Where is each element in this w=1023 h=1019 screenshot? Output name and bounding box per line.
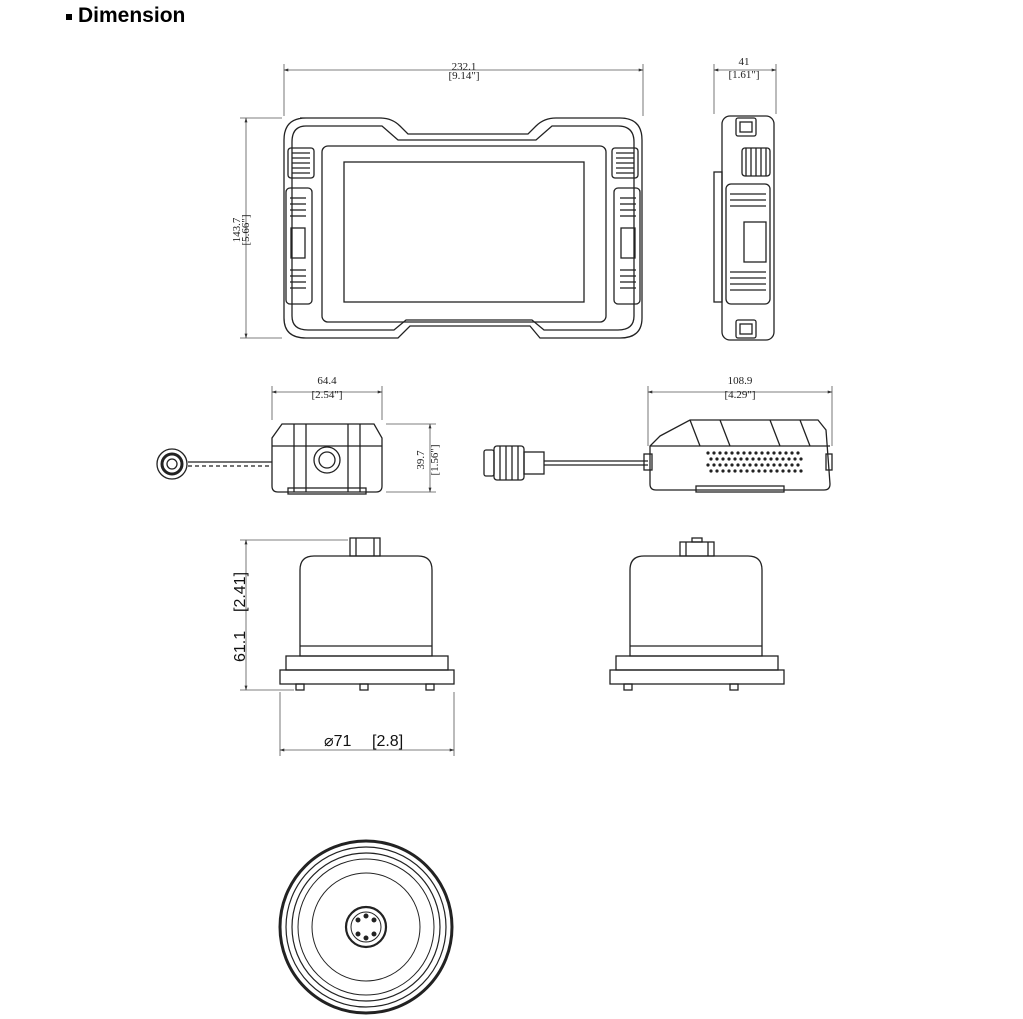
grille-dot bbox=[781, 457, 785, 461]
grille-dot bbox=[712, 463, 716, 467]
grille-dot bbox=[763, 457, 767, 461]
monitor-width-value: 232.1 bbox=[452, 61, 477, 73]
grille-dot bbox=[733, 457, 737, 461]
grille-dot bbox=[796, 451, 800, 455]
grille-dot bbox=[745, 457, 749, 461]
grille-dot bbox=[763, 469, 767, 473]
grille-dot bbox=[736, 451, 740, 455]
grille-dot bbox=[724, 463, 728, 467]
camera-side-view bbox=[483, 419, 833, 493]
speaker-grille bbox=[706, 451, 803, 473]
section-title: Dimension bbox=[78, 4, 186, 27]
grille-dot bbox=[787, 469, 791, 473]
camera-front-view bbox=[156, 423, 383, 495]
grille-dot bbox=[772, 451, 776, 455]
grille-dot bbox=[775, 469, 779, 473]
grille-dot bbox=[721, 457, 725, 461]
grille-dot bbox=[712, 451, 716, 455]
grille-dot bbox=[733, 469, 737, 473]
grille-dot bbox=[799, 457, 803, 461]
grille-dot bbox=[718, 463, 722, 467]
grille-dot bbox=[715, 457, 719, 461]
bullet-icon bbox=[66, 14, 72, 20]
grille-dot bbox=[760, 451, 764, 455]
section-heading: Dimension bbox=[66, 4, 185, 28]
grille-dot bbox=[778, 451, 782, 455]
grille-dot bbox=[751, 457, 755, 461]
grille-dot bbox=[754, 451, 758, 455]
camera-length-value: 108.9 bbox=[728, 375, 753, 387]
monitor-height-value: 143.7 bbox=[231, 217, 243, 242]
grille-dot bbox=[787, 457, 791, 461]
grille-dot bbox=[730, 463, 734, 467]
grille-dot bbox=[742, 451, 746, 455]
camera-width-inch: [2.54"] bbox=[311, 389, 342, 401]
grille-dot bbox=[727, 457, 731, 461]
grille-dot bbox=[790, 463, 794, 467]
grille-dot bbox=[799, 469, 803, 473]
grille-dot bbox=[724, 451, 728, 455]
grille-dot bbox=[754, 463, 758, 467]
base-height-value: 61.1 bbox=[232, 631, 249, 662]
grille-dot bbox=[793, 469, 797, 473]
grille-dot bbox=[790, 451, 794, 455]
base-bottom-view bbox=[278, 839, 454, 1015]
grille-dot bbox=[706, 463, 710, 467]
monitor-width-inch: [9.14"] bbox=[448, 70, 479, 82]
grille-dot bbox=[778, 463, 782, 467]
monitor-height-inch: [5.66"] bbox=[240, 214, 252, 245]
grille-dot bbox=[742, 463, 746, 467]
grille-dot bbox=[796, 463, 800, 467]
grille-dot bbox=[766, 451, 770, 455]
side-depth-value: 41 bbox=[739, 56, 750, 68]
grille-dot bbox=[730, 451, 734, 455]
grille-dot bbox=[769, 457, 773, 461]
grille-dot bbox=[775, 457, 779, 461]
base-side-view bbox=[279, 537, 455, 691]
grille-dot bbox=[757, 469, 761, 473]
grille-dot bbox=[739, 457, 743, 461]
camera-height-inch: [1.56"] bbox=[429, 444, 441, 475]
grille-dot bbox=[736, 463, 740, 467]
grille-dot bbox=[781, 469, 785, 473]
grille-dot bbox=[784, 463, 788, 467]
grille-dot bbox=[748, 451, 752, 455]
grille-dot bbox=[706, 451, 710, 455]
base-side-view-alt bbox=[609, 537, 785, 691]
grille-dot bbox=[751, 469, 755, 473]
grille-dot bbox=[718, 451, 722, 455]
camera-height-value: 39.7 bbox=[415, 450, 427, 470]
grille-dot bbox=[727, 469, 731, 473]
grille-dot bbox=[784, 451, 788, 455]
grille-dot bbox=[772, 463, 776, 467]
camera-width-value: 64.4 bbox=[317, 375, 337, 387]
grille-dot bbox=[715, 469, 719, 473]
grille-dot bbox=[745, 469, 749, 473]
grille-dot bbox=[793, 457, 797, 461]
base-diameter-value: ⌀71 bbox=[324, 733, 352, 750]
base-height-inch: [2.41] bbox=[232, 572, 249, 612]
monitor-front-view bbox=[283, 117, 643, 339]
base-diameter-inch: [2.8] bbox=[372, 733, 403, 750]
grille-dot bbox=[757, 457, 761, 461]
grille-dot bbox=[709, 469, 713, 473]
side-depth-inch: [1.61"] bbox=[728, 69, 759, 81]
grille-dot bbox=[769, 469, 773, 473]
grille-dot bbox=[760, 463, 764, 467]
grille-dot bbox=[748, 463, 752, 467]
monitor-side-view bbox=[713, 115, 775, 341]
grille-dot bbox=[739, 469, 743, 473]
grille-dot bbox=[709, 457, 713, 461]
grille-dot bbox=[721, 469, 725, 473]
grille-dot bbox=[766, 463, 770, 467]
camera-length-inch: [4.29"] bbox=[724, 389, 755, 401]
